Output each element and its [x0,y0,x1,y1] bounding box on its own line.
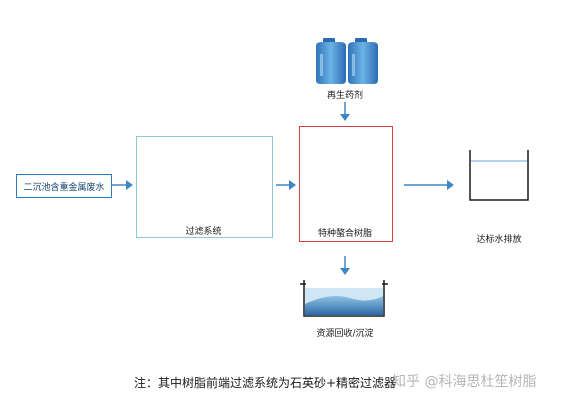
resin-system-frame [299,126,393,242]
discharge-label: 达标水排放 [476,235,522,245]
regen-jug-left-icon [316,38,346,84]
filter-system-frame [136,136,273,238]
arrow-resin-to-recovery-icon [340,256,350,275]
input-wastewater-label: 二沉池含重金属废水 [23,182,105,193]
arrow-resin-to-discharge-icon [404,180,454,190]
arrow-regen-to-resin-icon [340,102,350,121]
filter-system-label: 过滤系统 [185,227,222,237]
regen-jug-right-icon [348,38,378,84]
footnote: 注：其中树脂前端过滤系统为石英砂+精密过滤器 [134,376,397,390]
regen-label: 再生药剂 [326,91,363,101]
resin-label: 特种螯合树脂 [317,229,372,239]
watermark: 知乎 @科海思杜笙树脂 [392,374,537,390]
input-wastewater-box: 二沉池含重金属废水 [16,174,112,198]
arrow-input-to-filter-icon [112,180,133,190]
discharge-tank-icon [469,150,529,201]
recovery-label: 资源回收/沉淀 [316,329,374,339]
arrow-filter-to-resin-icon [276,180,296,190]
recovery-basin-icon [300,280,388,317]
